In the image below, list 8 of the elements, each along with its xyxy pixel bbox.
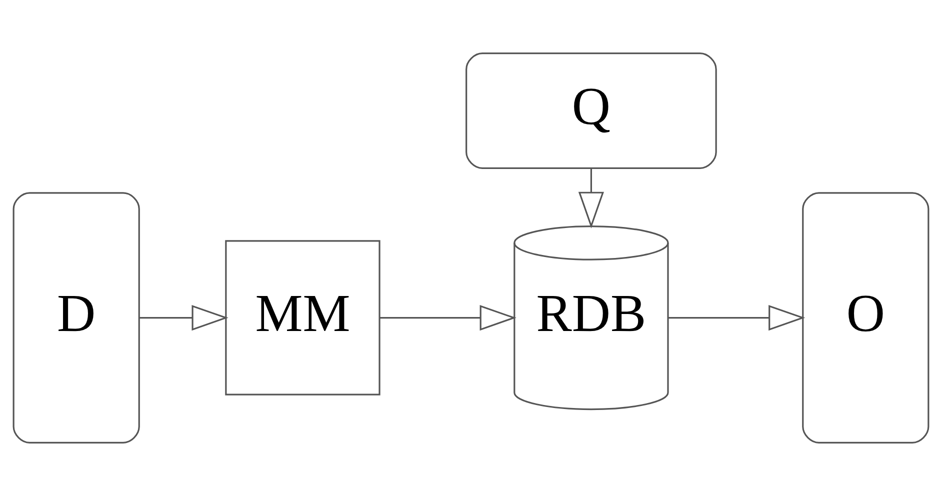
node-box: D bbox=[12, 192, 140, 443]
arrow bbox=[380, 304, 516, 330]
node-box: Q bbox=[466, 52, 717, 168]
node-box: MM bbox=[225, 240, 380, 395]
arrow bbox=[578, 168, 604, 228]
arrow bbox=[139, 304, 228, 330]
arrow bbox=[668, 304, 806, 330]
node-box: O bbox=[802, 192, 930, 443]
